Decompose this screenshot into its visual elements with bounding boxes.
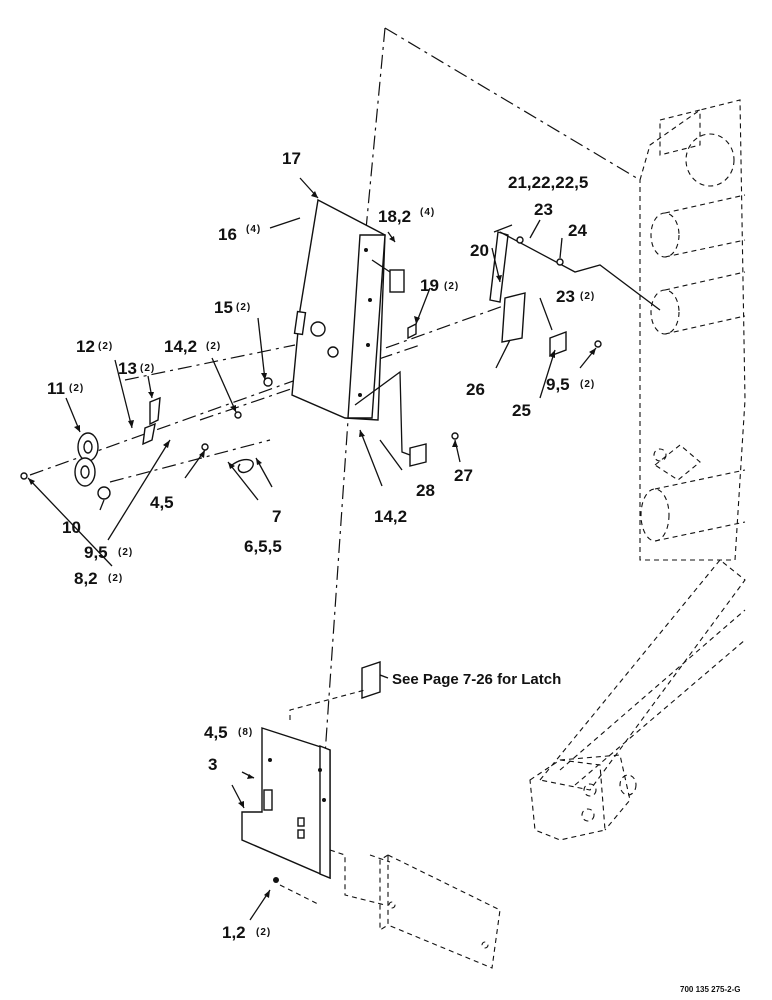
leader-arrows: [27, 177, 597, 921]
shield: [379, 854, 501, 969]
label-1: 1,2: [222, 923, 246, 942]
bushing: [263, 377, 273, 387]
label-12: 12: [76, 337, 95, 356]
rod: [489, 231, 509, 303]
bracket: [409, 443, 427, 467]
alignment-line: [384, 27, 641, 181]
label-27: 27: [454, 466, 473, 485]
label-16-qty: (4): [246, 224, 261, 235]
label-14b: 14,2: [374, 507, 407, 526]
alignment-line: [109, 439, 271, 483]
label-19: 19: [420, 276, 439, 295]
label-3: 3: [208, 755, 217, 774]
lower-plate: [241, 727, 331, 883]
label-1-qty: (2): [256, 927, 271, 938]
channel-bracket: [501, 292, 526, 343]
label-25: 25: [512, 401, 531, 420]
pivot-arm: [529, 559, 746, 841]
bolt: [234, 411, 242, 419]
label-18: 18,2: [378, 207, 411, 226]
bolt: [594, 340, 602, 348]
label-4b: 4,5: [150, 493, 174, 512]
knob: [97, 486, 111, 500]
label-18-qty: (4): [420, 207, 435, 218]
label-20: 20: [470, 241, 489, 260]
baler-frame: [639, 99, 746, 561]
drawing-number: 700 135 275-2-G: [680, 985, 741, 994]
label-10: 10: [62, 518, 81, 537]
label-23b-qty: (2): [580, 291, 595, 302]
bolt: [451, 432, 459, 440]
label-26: 26: [466, 380, 485, 399]
label-6: 6,5,5: [244, 537, 282, 556]
sprocket: [74, 432, 99, 487]
label-9b-qty: (2): [580, 379, 595, 390]
latch-bracket: [142, 422, 156, 446]
label-21: 21,22,22,5: [508, 173, 588, 192]
label-11: 11: [47, 379, 65, 398]
latch: [361, 661, 381, 699]
latch-bracket: [149, 396, 161, 426]
washer: [516, 236, 524, 244]
label-7: 7: [272, 507, 281, 526]
clip: [407, 322, 417, 340]
bolt: [20, 472, 28, 480]
label-15: 15: [214, 298, 233, 317]
callout-labels: 17 18,2 (4) 16 (4) 21,22,22,5 23 24 20 1…: [47, 149, 741, 994]
label-19-qty: (2): [444, 281, 459, 292]
mount-block: [549, 330, 567, 358]
label-28: 28: [416, 481, 435, 500]
support-plate: [291, 198, 405, 421]
label-8-qty: (2): [108, 573, 123, 584]
pin: [556, 258, 564, 266]
label-11-qty: (2): [69, 383, 84, 394]
label-4a-qty: (8): [238, 727, 253, 738]
spring: [231, 458, 254, 474]
label-16: 16: [218, 225, 237, 244]
label-14a-qty: (2): [206, 341, 221, 352]
label-17: 17: [282, 149, 301, 168]
nut: [201, 443, 209, 451]
label-9a: 9,5: [84, 543, 108, 562]
alignment-line: [124, 344, 296, 381]
label-12-qty: (2): [98, 341, 113, 352]
label-13-qty: (2): [140, 363, 155, 374]
label-23b: 23: [556, 287, 575, 306]
label-14a: 14,2: [164, 337, 197, 356]
label-23a: 23: [534, 200, 553, 219]
label-13: 13: [118, 359, 137, 378]
label-8: 8,2: [74, 569, 98, 588]
label-4a: 4,5: [204, 723, 228, 742]
label-9b: 9,5: [546, 375, 570, 394]
latch-reference-note: See Page 7-26 for Latch: [392, 671, 561, 688]
label-15-qty: (2): [236, 302, 251, 313]
alignment-line: [29, 299, 521, 476]
label-24: 24: [568, 221, 587, 240]
label-9a-qty: (2): [118, 547, 133, 558]
